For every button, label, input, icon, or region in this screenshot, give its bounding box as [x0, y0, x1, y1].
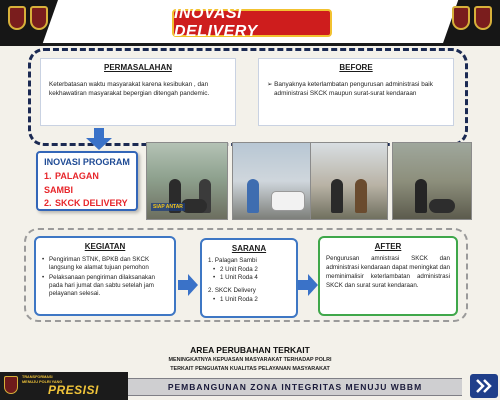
- police-emblem-icon: [4, 376, 18, 394]
- program-item-label: SKCK DELIVERY: [55, 198, 128, 208]
- arrow-down-icon: [86, 128, 112, 150]
- list-item: 2 Unit Roda 2: [208, 266, 290, 275]
- list-item: 1 Unit Roda 4: [208, 274, 290, 283]
- list-item: Pengiriman STNK, BPKB dan SKCK langsung …: [42, 256, 168, 273]
- permasalahan-text: Keterbatasan waktu masyarakat karena kes…: [49, 81, 210, 98]
- list-item: Pelaksanaan pengiriman dilaksanakan pada…: [42, 274, 168, 299]
- car-figure: [271, 191, 305, 211]
- title-banner: INOVASI DELIVERY: [172, 5, 332, 40]
- police-emblem-icon: [474, 6, 492, 30]
- unit-emblem-icon: [452, 6, 470, 30]
- delivery-photo-2: [232, 142, 312, 220]
- sarana-list: 1. Palagan Sambi 2 Unit Roda 2 1 Unit Ro…: [208, 257, 290, 304]
- kegiatan-list: Pengiriman STNK, BPKB dan SKCK langsung …: [42, 256, 168, 299]
- program-item-number: 1.: [44, 171, 52, 181]
- delivery-photo-4: [392, 142, 472, 220]
- logo-tagline-line: MENUJU POLRI YANG: [22, 379, 63, 384]
- sarana-group-title: 2. SKCK Delivery: [208, 287, 256, 295]
- inovasi-program-box: INOVASI PROGRAM 1.PALAGAN SAMBI 2.SKCK D…: [36, 151, 138, 211]
- unit-emblem-icon: [30, 6, 48, 30]
- area-heading: AREA PERUBAHAN TERKAIT: [190, 345, 310, 355]
- after-heading: AFTER: [374, 242, 402, 251]
- photo-caption: SIAP ANTAR: [151, 203, 185, 211]
- chevron-right-icon: [470, 374, 498, 398]
- program-item-number: 2.: [44, 198, 52, 208]
- sarana-heading: SARANA: [231, 244, 267, 253]
- area-line: MENINGKATNYA KEPUASAN MASYARAKAT TERHADA…: [168, 357, 332, 363]
- motorbike-figure: [181, 199, 207, 213]
- sarana-box: SARANA 1. Palagan Sambi 2 Unit Roda 2 1 …: [200, 238, 298, 318]
- motorbike-figure: [429, 199, 455, 213]
- program-item-label: PALAGAN SAMBI: [44, 171, 99, 195]
- police-emblem-icon: [8, 6, 26, 30]
- list-item: 1 Unit Roda 2: [208, 296, 290, 305]
- person-figure: [415, 179, 427, 213]
- page-title: INOVASI DELIVERY: [174, 5, 258, 40]
- program-heading: INOVASI PROGRAM: [44, 157, 130, 167]
- permasalahan-heading: PERMASALAHAN: [104, 63, 172, 72]
- before-box: BEFORE ➢ Banyaknya keterlambatan penguru…: [258, 58, 454, 126]
- activity-frame: [24, 228, 468, 322]
- presisi-logo: TRANSFORMASI MENUJU POLRI YANG PRESISI: [0, 372, 128, 400]
- kegiatan-box: KEGIATAN Pengiriman STNK, BPKB dan SKCK …: [34, 236, 176, 316]
- footer-text: PEMBANGUNAN ZONA INTEGRITAS MENUJU WBBM: [167, 382, 423, 392]
- delivery-photo-3: [310, 142, 388, 220]
- before-heading: BEFORE: [339, 63, 373, 72]
- person-figure: [355, 179, 367, 213]
- permasalahan-box: PERMASALAHAN Keterbatasan waktu masyarak…: [40, 58, 236, 126]
- logo-brand-text: PRESISI: [48, 383, 99, 397]
- kegiatan-heading: KEGIATAN: [84, 242, 126, 251]
- program-item: 2.SKCK DELIVERY: [44, 197, 130, 211]
- program-item: 1.PALAGAN SAMBI: [44, 170, 130, 197]
- delivery-photo-1: SIAP ANTAR: [146, 142, 228, 220]
- arrow-right-icon: [178, 274, 198, 296]
- before-text: ➢ Banyaknya keterlambatan pengurusan adm…: [267, 81, 433, 98]
- area-line: TERKAIT PENGUATAN KUALITAS PELAYANAN MAS…: [170, 366, 330, 372]
- person-figure: [247, 179, 259, 213]
- after-text: Pengurusan amnistrasi SKCK dan administr…: [326, 255, 450, 289]
- footer-band: PEMBANGUNAN ZONA INTEGRITAS MENUJU WBBM: [128, 378, 462, 396]
- logo-tagline: TRANSFORMASI MENUJU POLRI YANG: [22, 375, 62, 384]
- arrow-right-icon: [298, 274, 318, 296]
- logo-tagline-line: TRANSFORMASI: [22, 375, 53, 379]
- after-box: AFTER Pengurusan amnistrasi SKCK dan adm…: [318, 236, 458, 316]
- person-figure: [331, 179, 343, 213]
- sarana-group-title: 1. Palagan Sambi: [208, 257, 257, 264]
